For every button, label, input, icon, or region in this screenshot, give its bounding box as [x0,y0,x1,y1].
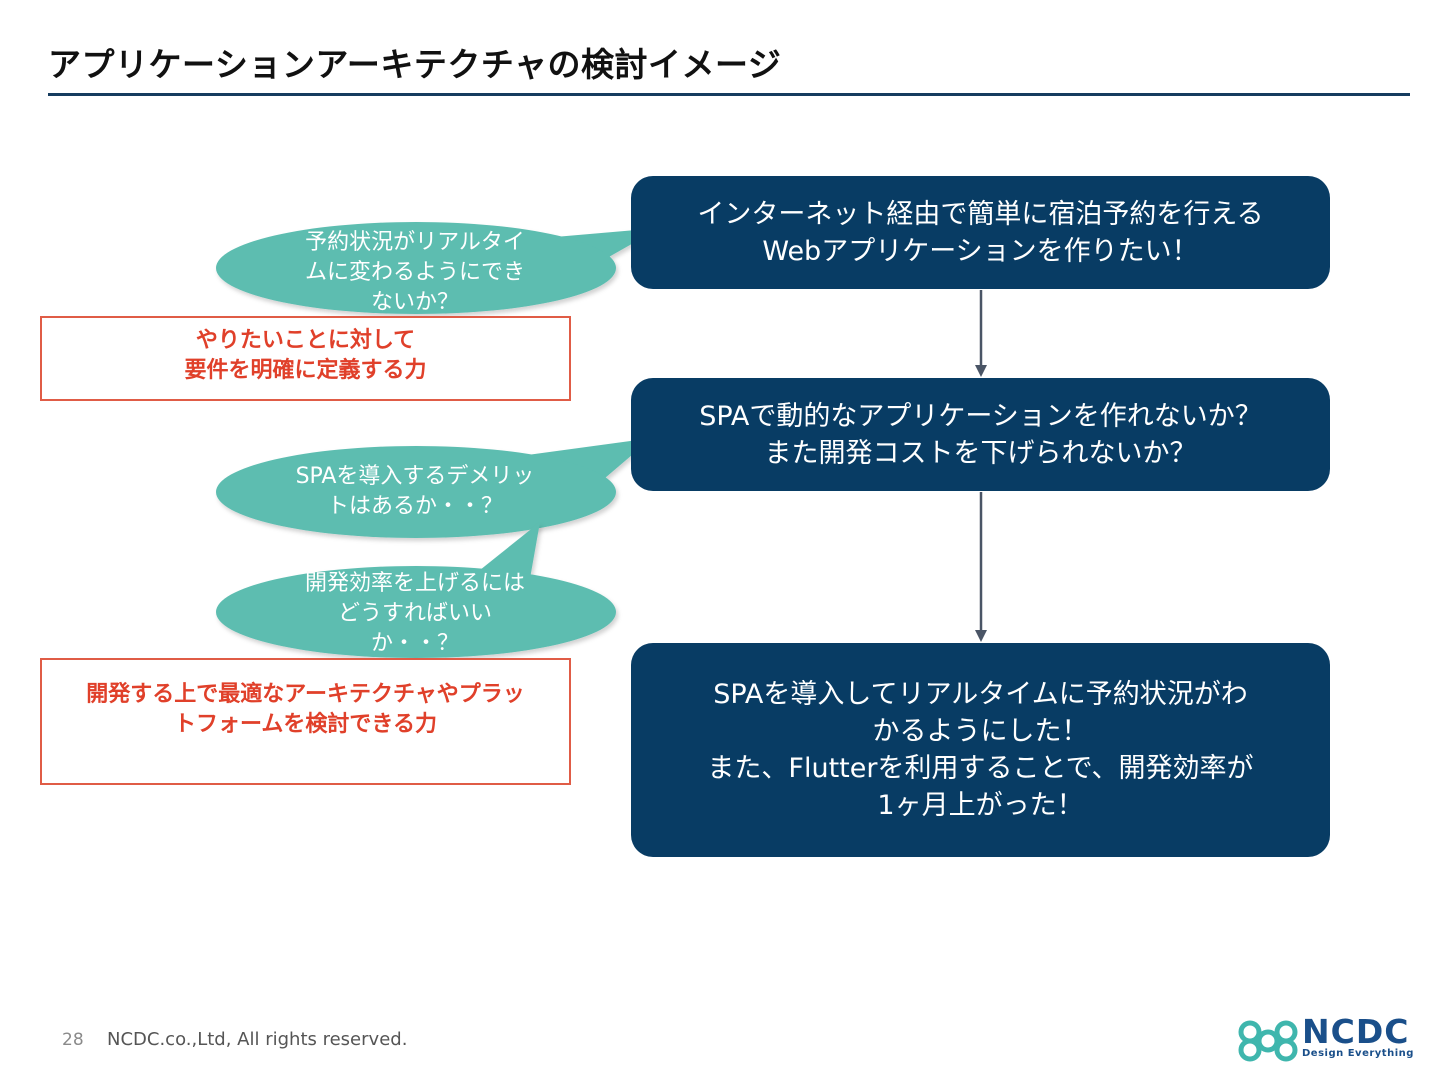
logo-knot-icon [1238,1020,1298,1062]
slide-title: アプリケーションアーキテクチャの検討イメージ [48,45,782,84]
copyright-text: NCDC.co.,Ltd, All rights reserved. [107,1029,408,1050]
skill-box-architecture: 開発する上で最適なアーキテクチャやプラッ トフォームを検討できる力 [40,658,571,785]
skill-box-requirements: やりたいことに対して 要件を明確に定義する力 [40,316,571,401]
flow-arrow-2 [975,492,987,642]
logo-tagline: Design Everything [1302,1048,1414,1059]
bubble-text-1: 予約状況がリアルタイ ムに変わるようにでき ないか？ [304,230,525,315]
flow-step-3: SPAを導入してリアルタイムに予約状況がわ かるようにした！ また、Flutte… [631,643,1330,857]
title-divider [48,93,1410,96]
speech-bubble-1 [216,222,660,314]
flow-arrow-1 [975,290,987,377]
flow-step-1: インターネット経由で簡単に宿泊予約を行える Webアプリケーションを作りたい！ [631,176,1330,289]
speech-bubble-3 [216,522,616,658]
flow-step-2: SPAで動的なアプリケーションを作れないか？ また開発コストを下げられないか？ [631,378,1330,491]
bubble-text-2: SPAを導入するデメリッ トはあるか・・？ [295,464,535,519]
page-number: 28 [62,1030,84,1050]
bubble-text-3: 開発効率を上げるには どうすればいい か・・？ [304,571,525,656]
speech-bubble-2 [216,438,652,538]
ncdc-logo: NCDC Design Everything [1236,1012,1414,1064]
logo-wordmark: NCDC [1302,1012,1410,1051]
